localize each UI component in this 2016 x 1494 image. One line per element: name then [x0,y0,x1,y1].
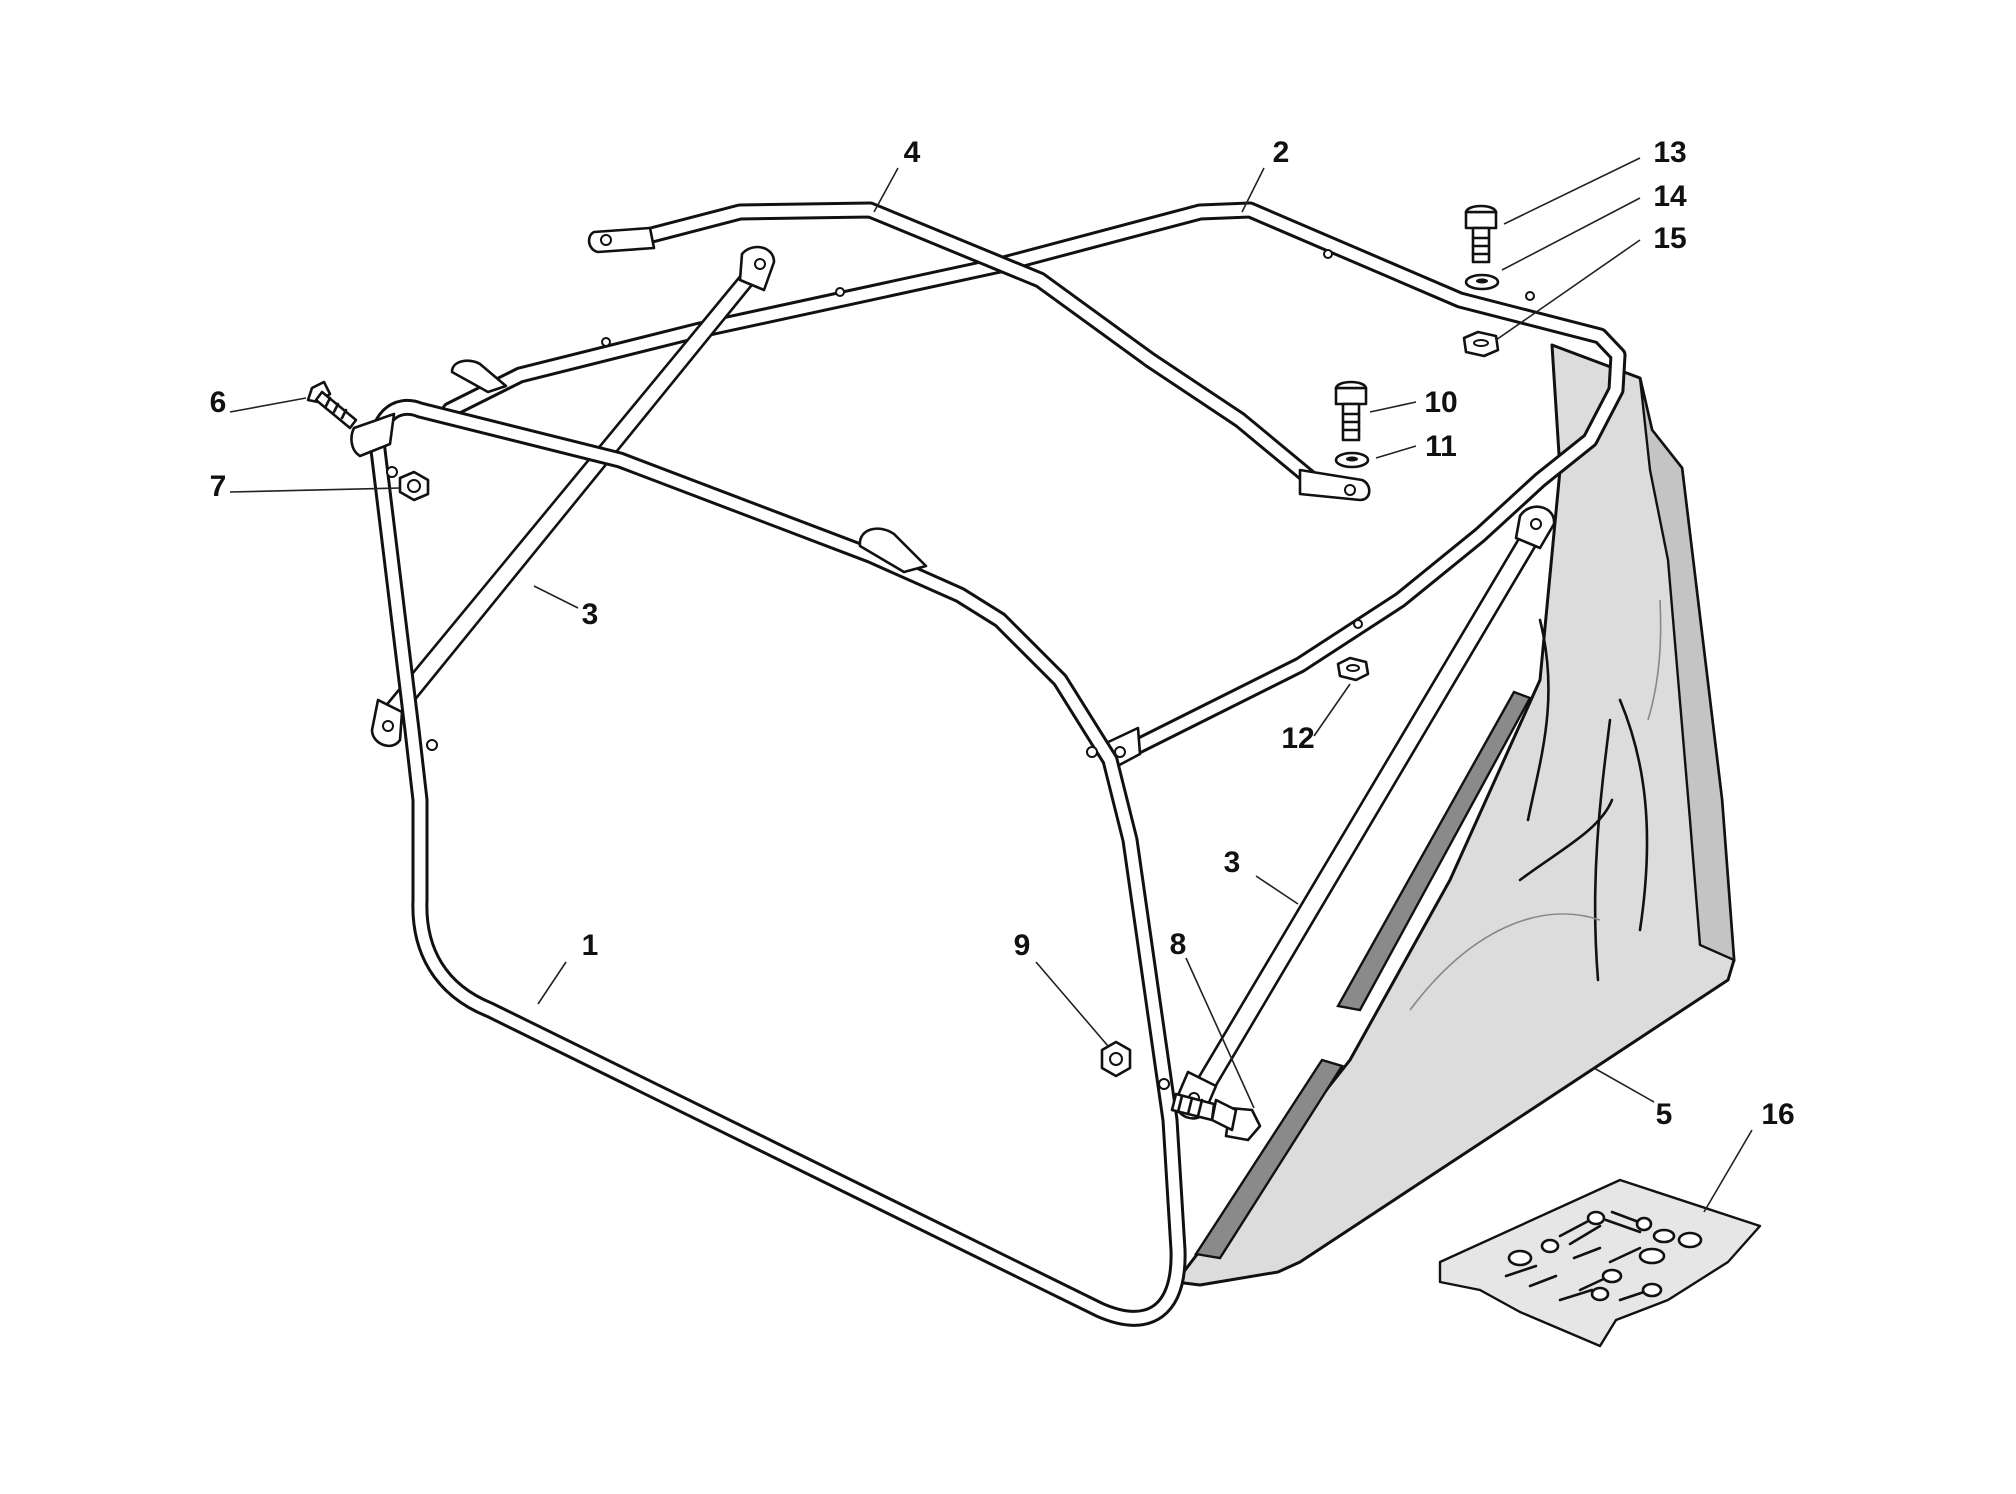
left-brace-top-hole [754,258,766,270]
callout-12: 12 [1281,722,1314,755]
leader-7 [229,487,401,493]
bolt-6 [306,380,358,430]
bag-side-panel [1638,377,1736,962]
leader-lines [229,157,1753,1213]
top-handle-right-hole [1344,484,1356,496]
bolt-10 [1334,380,1368,442]
front-frame-hole-4 [1158,1078,1170,1090]
bag-fold-line-3 [1518,798,1614,882]
rear-frame-hole-6 [601,337,611,347]
bag-fold-line-6 [1647,599,1662,721]
leader-4 [873,167,899,213]
callout-14: 14 [1653,180,1687,213]
front-frame-tab [350,412,396,458]
rear-frame-hole-4 [1525,291,1535,301]
top-handle [587,201,1371,502]
front-frame [350,398,1187,1327]
leader-10 [1369,401,1417,413]
leader-5 [1593,1067,1655,1103]
leader-9 [1035,961,1109,1047]
left-brace-strut [370,245,776,748]
bag-edge-strip-upper [1336,690,1532,1012]
bolt-8 [1170,1092,1262,1142]
callout-10: 10 [1424,386,1457,419]
callout-11: 11 [1425,430,1457,463]
leader-1 [537,961,567,1005]
callout-3b: 3 [1224,846,1241,879]
bag-fold-line-2 [1618,698,1649,932]
nut-7 [398,470,430,502]
front-frame-tube [369,398,1187,1327]
washer-11 [1334,451,1370,469]
top-handle-tube-inner [634,204,1316,484]
rear-frame-hole-5 [835,287,845,297]
callout-8: 8 [1170,928,1187,961]
callout-2: 2 [1273,136,1290,169]
callout-4: 4 [904,136,921,169]
top-handle-right-plate [1298,468,1371,502]
leader-16 [1703,1129,1753,1213]
left-brace-bottom-hole [382,720,394,732]
callout-1: 1 [582,929,599,962]
rear-frame-tube-inner [444,204,1624,766]
bag-fold-line-4 [1526,618,1550,822]
callout-16: 16 [1761,1098,1794,1131]
right-brace-top-hole [1530,518,1542,530]
bag-fold-line-1 [1593,718,1612,982]
catcher-bag [1174,343,1736,1287]
nut-15 [1462,330,1500,358]
front-frame-hole-1 [386,466,398,478]
bolt-13 [1464,204,1498,264]
rear-frame-loop [450,359,508,394]
callout-9: 9 [1014,929,1031,962]
leader-11 [1375,445,1417,459]
leader-14 [1501,197,1641,271]
callout-7: 7 [210,470,227,503]
front-frame-loop [858,527,928,574]
top-handle-left-plate [587,226,656,254]
leader-3b [1255,875,1299,905]
callout-15: 15 [1653,222,1686,255]
callout-3a: 3 [582,598,599,631]
bag-fold-line-5 [1409,913,1601,1011]
top-handle-left-hole [600,234,612,246]
callout-13: 13 [1653,136,1686,169]
rear-frame-hole-3 [1323,249,1333,259]
bag-edge-strip-lower [1193,1058,1344,1260]
kit-bag-outline [1438,1178,1762,1348]
leader-12 [1313,683,1351,737]
leader-3a [533,585,579,609]
callout-5: 5 [1656,1098,1673,1131]
nut-12 [1336,656,1370,682]
washer-14 [1464,273,1500,291]
front-frame-hole-2 [426,739,438,751]
front-frame-hole-3 [1086,746,1098,758]
callout-labels: 1 2 3 3 4 5 6 7 8 9 10 11 12 13 14 15 16 [210,136,1795,1131]
leader-8 [1185,957,1255,1109]
hardware-kit-bag [1438,1178,1762,1348]
leader-6 [229,397,307,413]
leader-2 [1241,167,1265,213]
kit-bag-contents [1504,1210,1703,1302]
front-frame-tube-inner [372,401,1184,1324]
rear-frame-hole-2 [1353,619,1363,629]
leader-13 [1503,157,1641,225]
callout-6: 6 [210,386,227,419]
nut-9 [1100,1040,1132,1078]
leader-15 [1495,239,1641,341]
